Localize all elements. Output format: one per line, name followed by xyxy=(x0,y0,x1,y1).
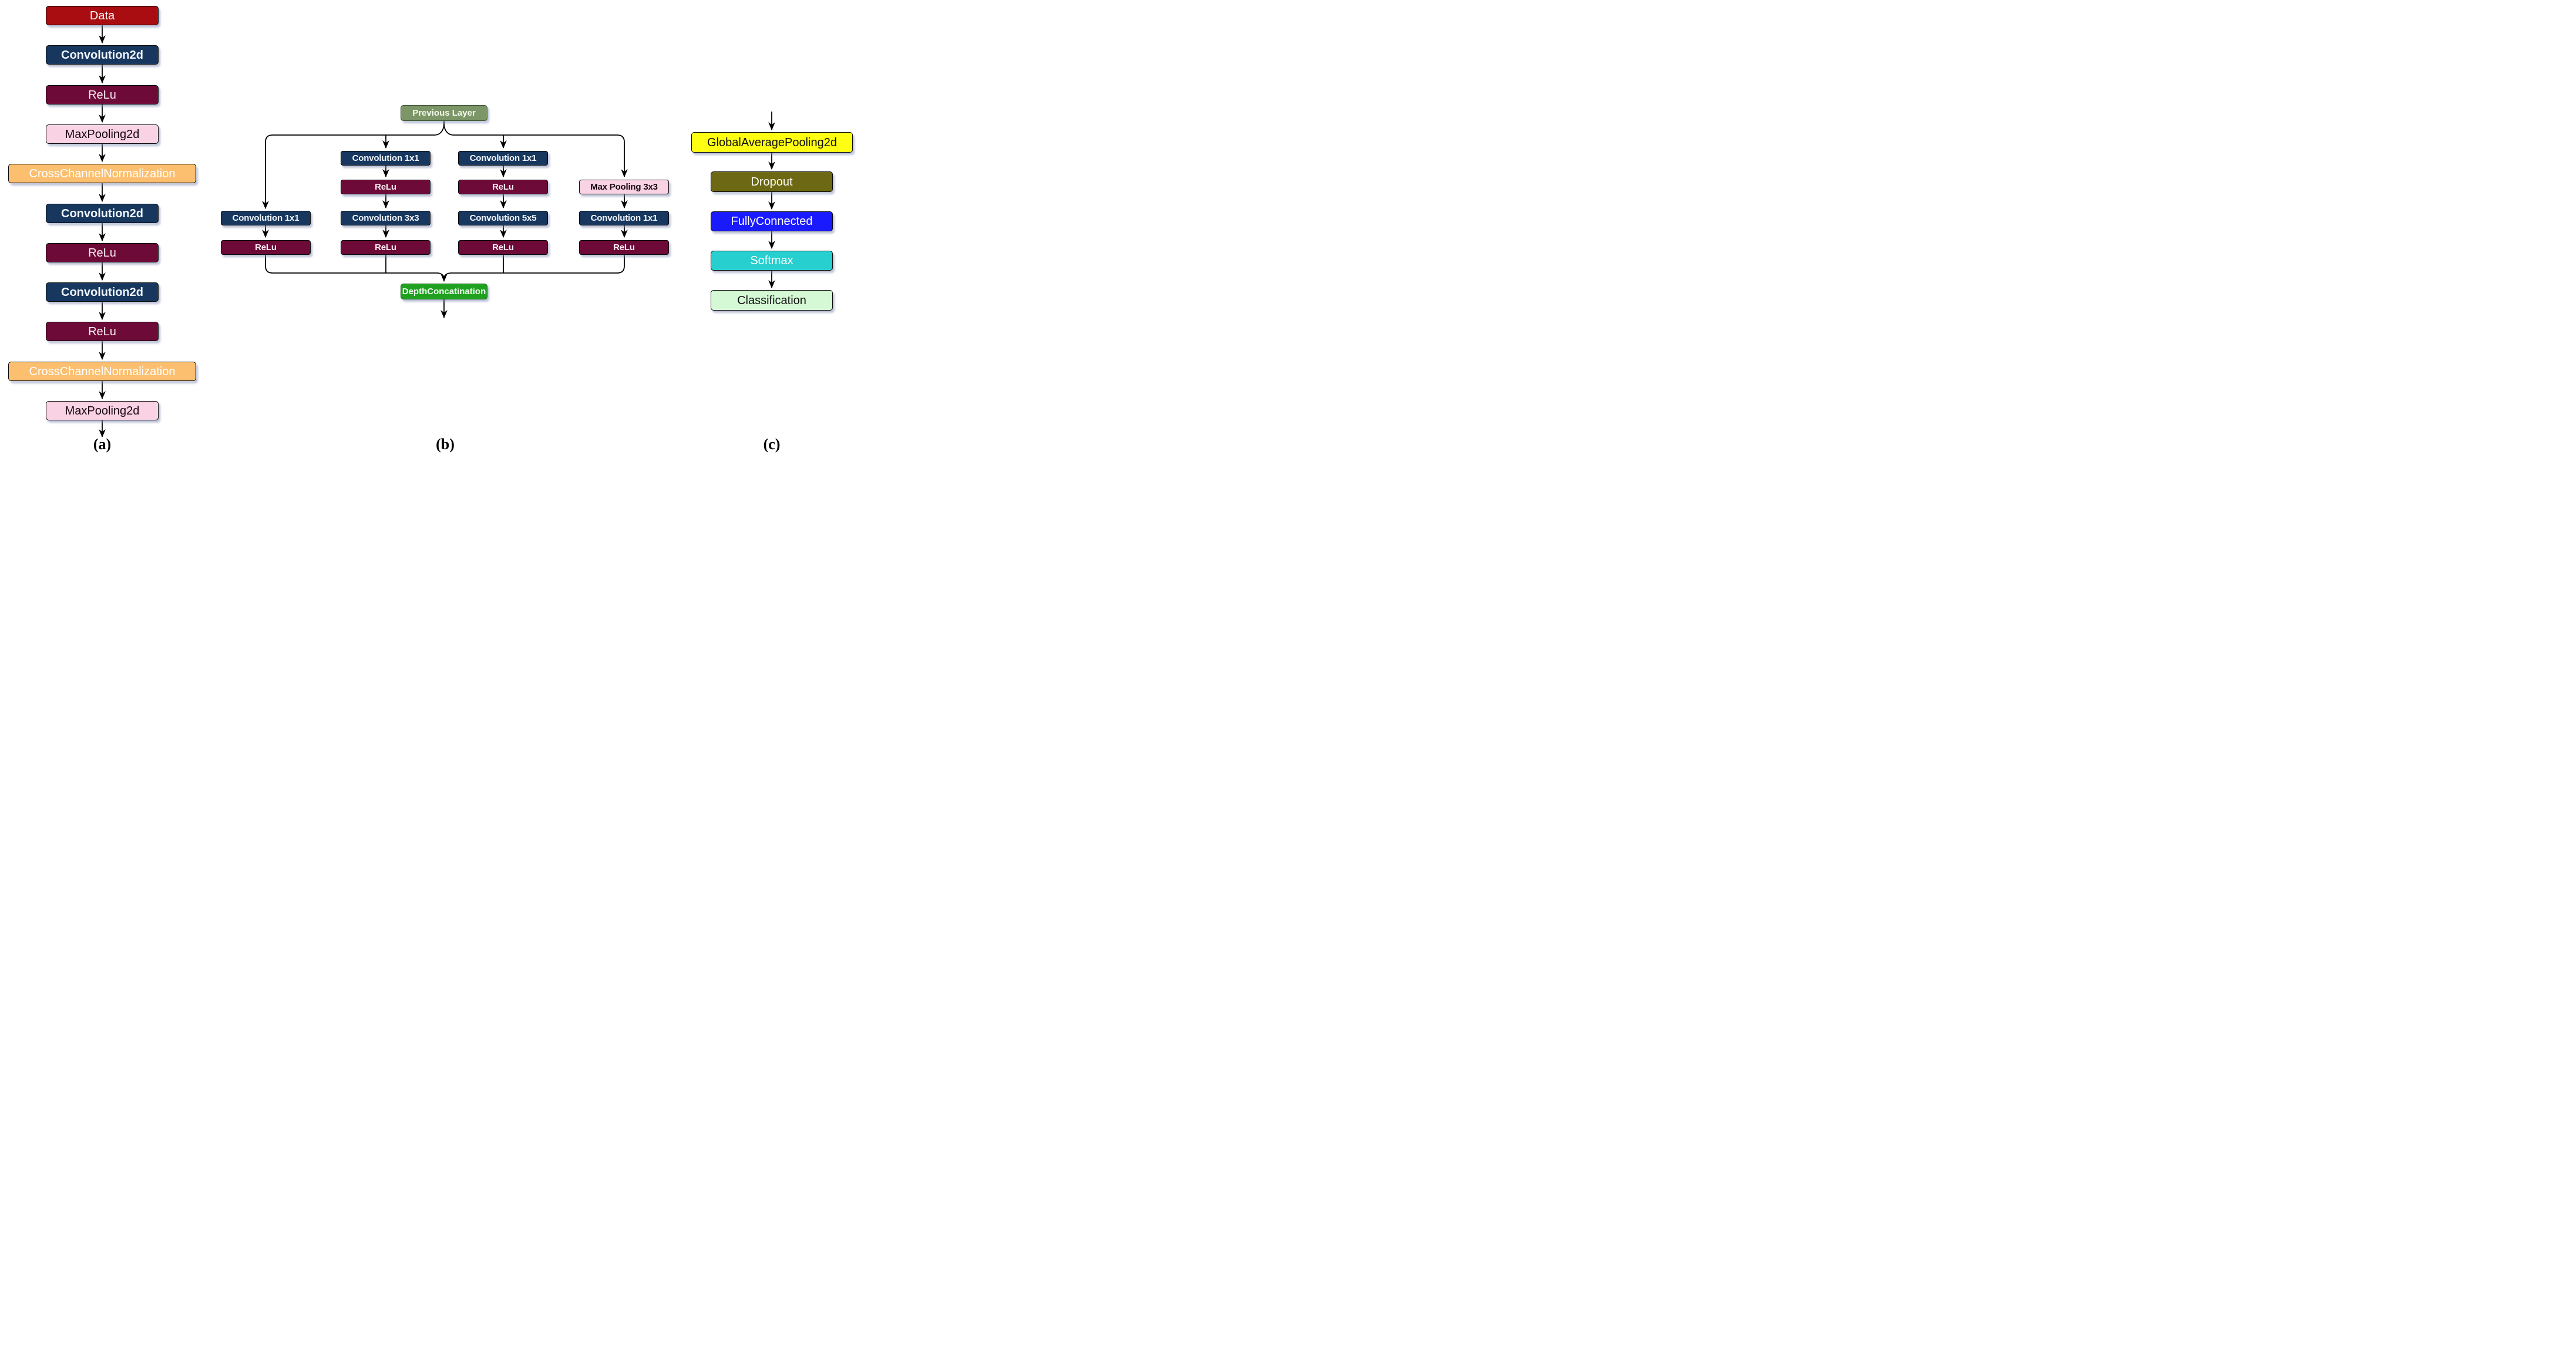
b4-convolution-1x1: Convolution 1x1 xyxy=(579,211,669,225)
node-globalaveragepooling2d: GlobalAveragePooling2d xyxy=(691,132,853,153)
node-maxpooling2d-1: MaxPooling2d xyxy=(46,124,159,144)
node-crosschannelnormalization-2: CrossChannelNormalization xyxy=(8,362,196,381)
node-previous-layer: Previous Layer xyxy=(401,105,487,121)
b4-relu: ReLu xyxy=(579,240,669,255)
node-convolution2d-1: Convolution2d xyxy=(46,45,159,65)
panel-a-label: (a) xyxy=(93,436,112,453)
panel-c-label: (c) xyxy=(763,436,781,453)
node-convolution2d-2: Convolution2d xyxy=(46,204,159,223)
b3-relu-1: ReLu xyxy=(458,180,548,194)
node-relu-3: ReLu xyxy=(46,322,159,341)
b2-convolution-3x3: Convolution 3x3 xyxy=(341,211,431,225)
node-convolution2d-3: Convolution2d xyxy=(46,282,159,302)
b3-convolution-1x1: Convolution 1x1 xyxy=(458,151,548,166)
node-classification: Classification xyxy=(711,290,833,311)
b2-convolution-1x1: Convolution 1x1 xyxy=(341,151,431,166)
node-data: Data xyxy=(46,6,159,25)
b1-convolution-1x1: Convolution 1x1 xyxy=(221,211,311,225)
b3-relu-2: ReLu xyxy=(458,240,548,255)
node-maxpooling2d-2: MaxPooling2d xyxy=(46,401,159,420)
b4-max-pooling-3x3: Max Pooling 3x3 xyxy=(579,180,669,194)
node-depthconcatination: DepthConcatination xyxy=(401,284,487,299)
b3-convolution-5x5: Convolution 5x5 xyxy=(458,211,548,225)
node-dropout: Dropout xyxy=(711,171,833,192)
node-fullyconnected: FullyConnected xyxy=(711,211,833,231)
connector-edges xyxy=(99,25,775,438)
panel-b-label: (b) xyxy=(436,436,455,453)
b2-relu-1: ReLu xyxy=(341,180,431,194)
edges-panel-b xyxy=(262,121,628,319)
node-crosschannelnormalization-1: CrossChannelNormalization xyxy=(8,164,196,183)
b1-relu: ReLu xyxy=(221,240,311,255)
node-softmax: Softmax xyxy=(711,251,833,271)
b2-relu-2: ReLu xyxy=(341,240,431,255)
architecture-figure: Data Convolution2d ReLu MaxPooling2d Cro… xyxy=(0,0,859,453)
node-relu-1: ReLu xyxy=(46,85,159,105)
node-relu-2: ReLu xyxy=(46,243,159,262)
